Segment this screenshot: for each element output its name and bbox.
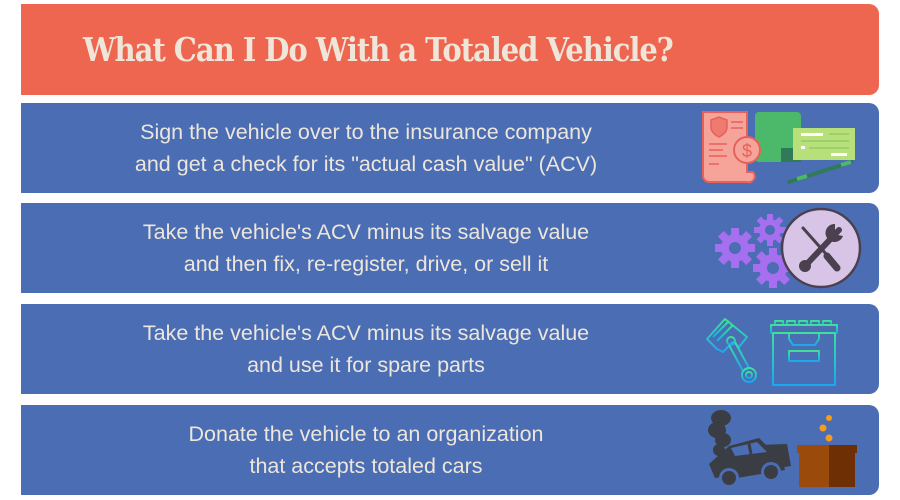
option-row-repair: Take the vehicle's ACV minus its salvage…	[21, 203, 879, 293]
option-text: Take the vehicle's ACV minus its salvage…	[21, 304, 711, 394]
svg-text:$: $	[742, 141, 752, 161]
option-line-1: Donate the vehicle to an organization	[188, 422, 544, 446]
option-line-2: and use it for spare parts	[247, 353, 485, 377]
option-line-1: Take the vehicle's ACV minus its salvage…	[142, 321, 590, 345]
wrecked-car-donation-box-icon	[693, 408, 863, 492]
option-text: Sign the vehicle over to the insurance c…	[21, 103, 711, 193]
option-line-2: and get a check for its "actual cash val…	[134, 152, 598, 176]
option-line-2: and then fix, re-register, drive, or sel…	[183, 252, 549, 276]
option-line-2: that accepts totaled cars	[249, 454, 483, 478]
insurance-check-icon: $	[693, 106, 863, 190]
title-banner: What Can I Do With a Totaled Vehicle?	[21, 4, 879, 95]
option-row-spare-parts: Take the vehicle's ACV minus its salvage…	[21, 304, 879, 394]
gears-tools-icon	[693, 206, 863, 290]
option-text: Take the vehicle's ACV minus its salvage…	[21, 203, 711, 293]
option-row-donate: Donate the vehicle to an organization th…	[21, 405, 879, 495]
option-line-1: Take the vehicle's ACV minus its salvage…	[142, 220, 590, 244]
page-title: What Can I Do With a Totaled Vehicle?	[83, 30, 674, 69]
piston-battery-icon	[693, 307, 863, 391]
option-row-insurance: Sign the vehicle over to the insurance c…	[21, 103, 879, 193]
option-line-1: Sign the vehicle over to the insurance c…	[140, 120, 592, 144]
option-text: Donate the vehicle to an organization th…	[21, 405, 711, 495]
